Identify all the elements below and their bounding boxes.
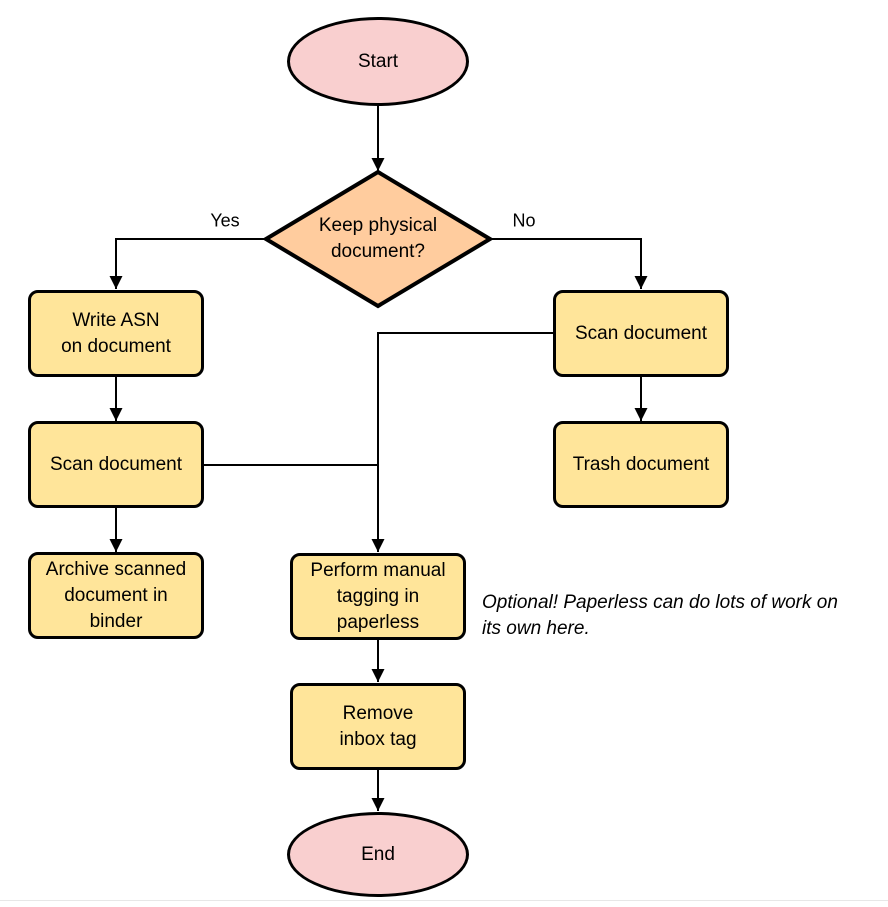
optional-note-text: Optional! Paperless can do lots of work …	[482, 592, 838, 639]
process-manual-tagging: Perform manual tagging in paperless	[290, 553, 466, 640]
process-scan-document-left: Scan document	[28, 421, 204, 508]
decision-diamond-shape	[262, 169, 494, 309]
bottom-divider	[0, 900, 888, 901]
process-scan-document-right: Scan document	[553, 290, 729, 377]
edge-decision-no-to-scan-right	[490, 238, 648, 289]
edge-label-yes: Yes	[207, 210, 243, 232]
edge-label-no: No	[509, 210, 539, 232]
decision-keep-physical-label: Keep physical document?	[318, 215, 438, 262]
edge-scan-right-to-tagging	[371, 332, 553, 552]
process-trash-document: Trash document	[553, 421, 729, 508]
start-terminator: Start	[287, 17, 469, 106]
process-write-asn: Write ASN on document	[28, 290, 204, 377]
process-archive-in-binder: Archive scanned document in binder	[28, 552, 204, 639]
end-terminator: End	[287, 812, 469, 897]
process-remove-inbox-tag: Remove inbox tag	[290, 683, 466, 770]
edge-decision-yes-to-write-asn	[109, 238, 266, 289]
